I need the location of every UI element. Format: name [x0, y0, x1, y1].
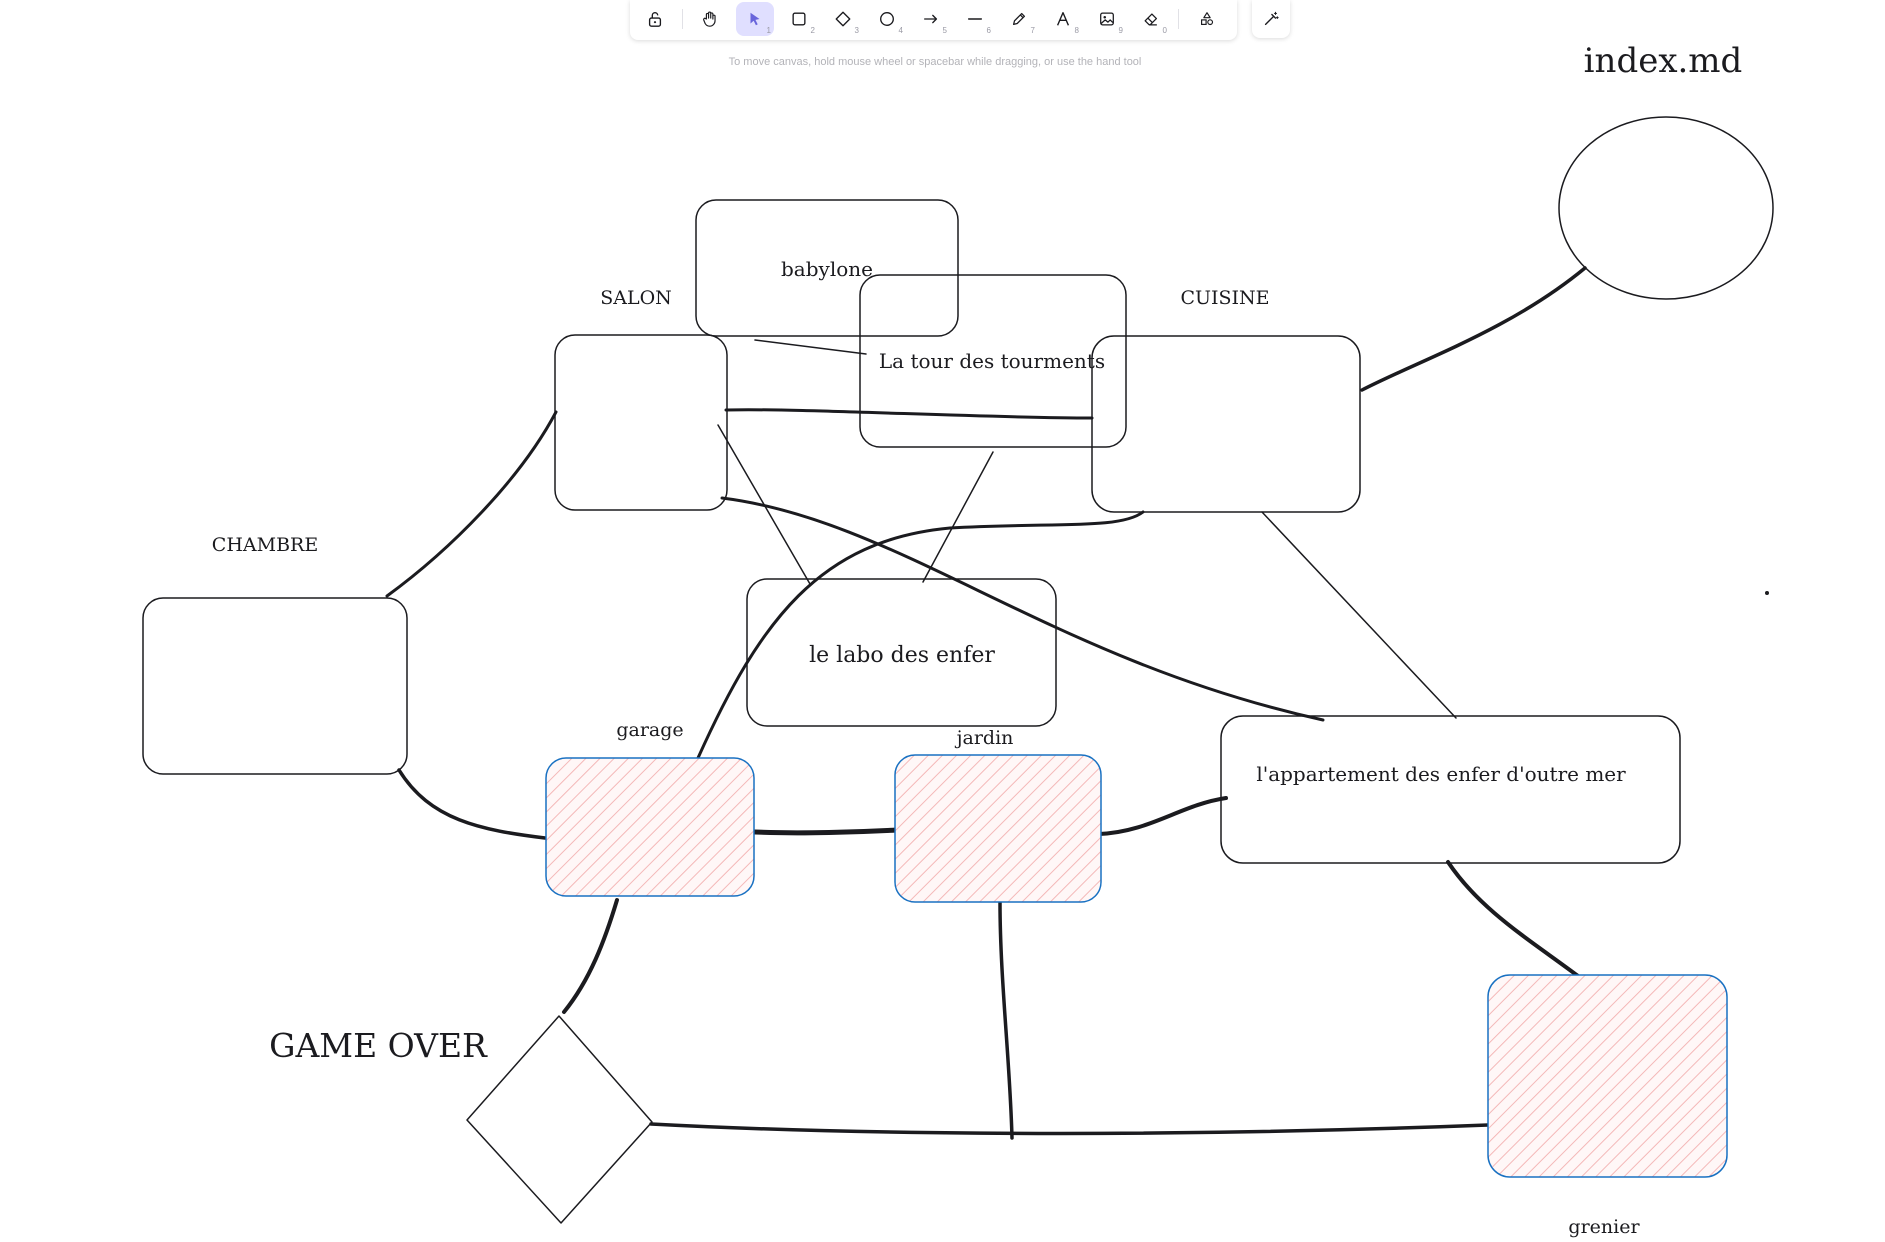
tool-key: 7 — [1030, 26, 1035, 35]
connector-chambre-salon[interactable] — [385, 410, 558, 598]
lock-tool-button[interactable] — [636, 2, 674, 36]
tool-key: 1 — [766, 26, 771, 35]
connector-gameover-grenier[interactable] — [649, 1122, 1490, 1136]
toolbar-divider — [682, 9, 683, 29]
label-game-over[interactable]: GAME OVER — [269, 1026, 488, 1065]
text-appartement[interactable]: l'appartement des enfer d'outre mer — [1256, 762, 1626, 786]
text-tour[interactable]: La tour des tourments — [879, 349, 1105, 373]
box-appartement[interactable] — [1220, 715, 1681, 864]
magic-wand-icon — [1264, 11, 1279, 26]
tool-key: 5 — [942, 26, 947, 35]
box-tour[interactable] — [859, 274, 1127, 448]
connector-chambre-garage[interactable] — [397, 768, 547, 840]
ellipse-tool-button[interactable]: 4 — [868, 2, 906, 36]
tool-key: 4 — [898, 26, 903, 35]
line-icon — [967, 18, 983, 20]
tool-key: 9 — [1118, 26, 1123, 35]
eraser-tool-button[interactable]: 0 — [1132, 2, 1170, 36]
circle-icon — [880, 12, 894, 26]
arrow-right-icon — [924, 14, 938, 24]
connector-salon-tour[interactable] — [724, 408, 1094, 420]
hand-tool-button[interactable] — [691, 2, 729, 36]
arrow-tool-button[interactable]: 5 — [912, 2, 950, 36]
box-jardin[interactable] — [894, 754, 1102, 903]
box-salon[interactable] — [554, 334, 728, 511]
text-babylone[interactable]: babylone — [781, 257, 873, 281]
text-icon — [1056, 12, 1070, 26]
canvas-hint: To move canvas, hold mouse wheel or spac… — [728, 56, 1142, 68]
connector-salon-appartement[interactable] — [720, 496, 1325, 722]
label-chambre[interactable]: CHAMBRE — [212, 534, 318, 556]
connector-garage-gameover[interactable] — [562, 898, 619, 1014]
diamond-icon — [835, 11, 851, 27]
ellipse-index[interactable] — [1558, 116, 1774, 300]
tool-key: 0 — [1162, 26, 1167, 35]
diamond-tool-button[interactable]: 3 — [824, 2, 862, 36]
label-cuisine[interactable]: CUISINE — [1180, 287, 1269, 309]
box-cuisine[interactable] — [1091, 335, 1361, 513]
magic-tools-button[interactable] — [1252, 0, 1290, 38]
pointer-icon — [750, 12, 760, 26]
tool-key: 2 — [810, 26, 815, 35]
label-grenier[interactable]: grenier — [1568, 1216, 1640, 1238]
shapes-icon — [1201, 12, 1214, 26]
connector-garage-cuisine[interactable] — [696, 510, 1145, 760]
selection-tool-button[interactable]: 1 — [736, 2, 774, 36]
pencil-icon — [1012, 12, 1026, 26]
rectangle-icon — [792, 12, 806, 26]
toolbar-divider — [1178, 9, 1179, 29]
connector-cuisine-index[interactable] — [1360, 266, 1587, 392]
tool-key: 8 — [1074, 26, 1079, 35]
rectangle-tool-button[interactable]: 2 — [780, 2, 818, 36]
box-labo[interactable] — [746, 578, 1057, 727]
connector-jardin-appartement[interactable] — [1097, 796, 1228, 836]
tool-key: 6 — [986, 26, 991, 35]
more-tools-button[interactable] — [1188, 2, 1226, 36]
hand-icon — [703, 11, 716, 27]
label-salon[interactable]: SALON — [600, 287, 672, 309]
draw-tool-button[interactable]: 7 — [1000, 2, 1038, 36]
label-garage[interactable]: garage — [616, 719, 683, 741]
text-tool-button[interactable]: 8 — [1044, 2, 1082, 36]
line-babylone-tour[interactable] — [754, 339, 867, 355]
image-icon — [1100, 12, 1114, 26]
tool-key: 3 — [854, 26, 859, 35]
box-babylone[interactable] — [695, 199, 959, 337]
text-labo[interactable]: le labo des enfer — [809, 643, 995, 668]
label-jardin[interactable]: jardin — [955, 727, 1014, 749]
connector-garage-jardin[interactable] — [752, 827, 900, 836]
box-grenier[interactable] — [1487, 974, 1728, 1178]
title-index-md[interactable]: index.md — [1584, 41, 1743, 81]
image-tool-button[interactable]: 9 — [1088, 2, 1126, 36]
canvas-dot — [1765, 591, 1769, 595]
connector-jardin-bottom[interactable] — [998, 900, 1014, 1140]
line-salon-labo[interactable] — [717, 424, 811, 585]
toolbar: 1 2 3 4 5 6 7 8 9 0 — [630, 0, 1237, 40]
box-chambre[interactable] — [142, 597, 408, 775]
diamond-game-over[interactable] — [466, 1015, 653, 1224]
unlock-icon — [648, 12, 662, 27]
line-tool-button[interactable]: 6 — [956, 2, 994, 36]
line-cuisine-appartement[interactable] — [1261, 511, 1457, 719]
eraser-icon — [1144, 13, 1158, 26]
connector-appartement-grenier[interactable] — [1446, 860, 1580, 978]
line-tour-labo[interactable] — [922, 451, 994, 583]
box-garage[interactable] — [545, 757, 755, 897]
